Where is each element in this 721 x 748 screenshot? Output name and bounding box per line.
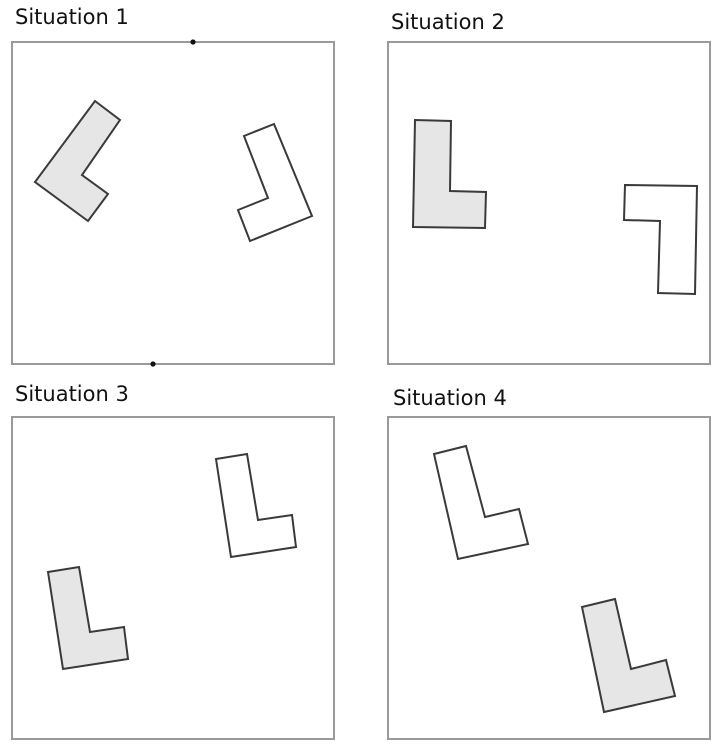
situation-1-bottom-point bbox=[150, 361, 156, 367]
situation-1-shaded-l-shape bbox=[33, 99, 122, 223]
situation-2-shaded-l-shape bbox=[411, 118, 488, 230]
situation-2-panel bbox=[387, 41, 711, 365]
situation-4-outline-l-shape bbox=[432, 444, 530, 561]
situation-4-panel bbox=[387, 416, 711, 740]
situation-1-frame bbox=[11, 41, 335, 365]
situation-4-title: Situation 4 bbox=[393, 386, 507, 410]
situation-1-title: Situation 1 bbox=[15, 5, 129, 29]
situation-3-outline-l-shape bbox=[214, 452, 298, 559]
situation-1-panel bbox=[11, 39, 335, 367]
situation-3-title: Situation 3 bbox=[15, 382, 129, 406]
situation-1-top-point bbox=[190, 39, 196, 45]
situation-4-frame bbox=[387, 416, 711, 740]
situation-3-panel bbox=[11, 416, 335, 740]
situation-2-frame bbox=[387, 41, 711, 365]
situation-2-title: Situation 2 bbox=[391, 10, 505, 34]
situation-3-frame bbox=[11, 416, 335, 740]
situation-4-shaded-l-shape bbox=[580, 597, 677, 714]
situation-3-shaded-l-shape bbox=[46, 565, 130, 671]
situation-1-outline-l-shape bbox=[236, 122, 314, 243]
situation-2-outline-l-shape bbox=[622, 183, 699, 296]
